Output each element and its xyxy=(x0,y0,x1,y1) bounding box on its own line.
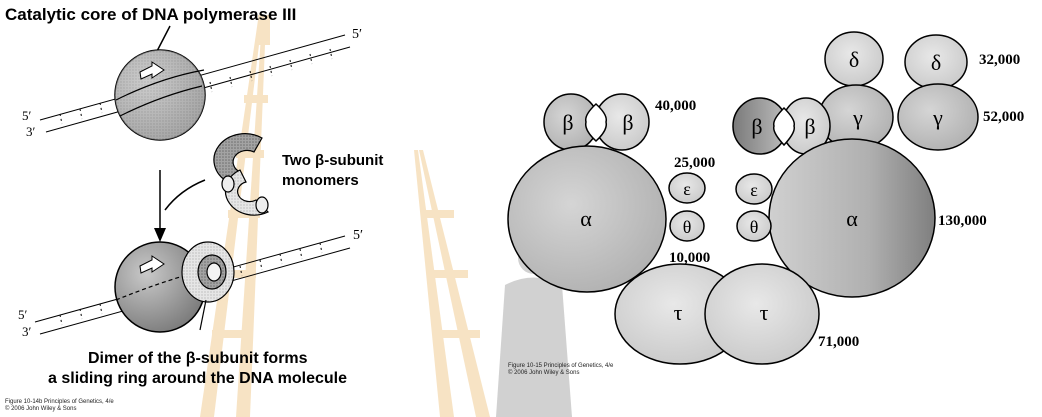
strand-top-5-prime: 5′ xyxy=(352,27,363,42)
gamma-glyph-1: γ xyxy=(852,105,863,130)
beta-glyph-1: β xyxy=(562,110,573,135)
beta-monomers-icon xyxy=(213,133,270,216)
delta-glyph-1: δ xyxy=(849,47,859,72)
theta-glyph-right: θ xyxy=(750,217,759,237)
epsilon-subunit-left xyxy=(668,172,706,204)
theta-glyph-left: θ xyxy=(683,217,692,237)
sliding-ring-icon xyxy=(181,241,235,303)
mass-gamma: 52,000 xyxy=(983,109,1024,125)
strand-bottom-left-5: 5′ xyxy=(18,307,28,322)
tau-glyph-left: τ xyxy=(674,300,683,325)
mass-epsilon: 25,000 xyxy=(674,155,715,171)
tau-subunit-right xyxy=(704,263,820,365)
beta-glyph-4: β xyxy=(804,114,815,139)
epsilon-glyph-right: ε xyxy=(750,180,758,200)
alpha-glyph-left: α xyxy=(580,206,592,231)
alpha-subunit-left xyxy=(507,145,667,293)
strand-top-left-3: 3′ xyxy=(26,124,36,139)
right-figure-credit-line1: Figure 10-15 Principles of Genetics, 4/e xyxy=(508,363,614,369)
gamma-subunit-2 xyxy=(897,83,979,151)
strand-bottom-left-3: 3′ xyxy=(22,324,32,339)
beta-dimer-left xyxy=(543,93,650,151)
alpha-glyph-right: α xyxy=(846,206,858,231)
mass-alpha: 130,000 xyxy=(938,213,987,229)
mass-tau: 71,000 xyxy=(818,334,859,350)
beta-glyph-2: β xyxy=(622,110,633,135)
left-title: Catalytic core of DNA polymerase III xyxy=(5,5,297,24)
monomers-label-line1: Two β-subunit xyxy=(282,152,384,169)
down-arrow-icon xyxy=(154,228,166,242)
dimer-caption-line1: Dimer of the β-subunit forms xyxy=(88,350,308,367)
epsilon-glyph-left: ε xyxy=(683,179,691,199)
tau-glyph-right: τ xyxy=(760,300,769,325)
left-figure-credit-line1: Figure 10-14b Principles of Genetics, 4/… xyxy=(5,399,114,405)
gamma-glyph-2: γ xyxy=(932,105,943,130)
monomers-label-line2: monomers xyxy=(282,172,359,189)
strand-bottom-5-prime: 5′ xyxy=(353,228,364,243)
dimer-caption-line2: a sliding ring around the DNA molecule xyxy=(48,370,347,387)
delta-glyph-2: δ xyxy=(931,50,941,75)
theta-subunit-left xyxy=(669,210,705,242)
mass-theta: 10,000 xyxy=(669,250,710,266)
mass-delta: 32,000 xyxy=(979,52,1020,68)
right-figure-credit-line2: © 2006 John Wiley & Sons xyxy=(508,370,580,376)
arrow-icon-bottom xyxy=(139,255,165,274)
theta-subunit-right xyxy=(736,210,772,242)
beta-glyph-3: β xyxy=(751,114,762,139)
mass-beta: 40,000 xyxy=(655,98,696,114)
strand-top-left-5: 5′ xyxy=(22,108,32,123)
left-diagram xyxy=(34,25,351,335)
curved-arrow-icon xyxy=(164,179,206,211)
epsilon-subunit-right xyxy=(735,173,773,205)
left-figure-credit-line2: © 2006 John Wiley & Sons xyxy=(5,406,77,412)
ring-pointer xyxy=(199,299,207,331)
arrow-icon xyxy=(139,61,165,80)
